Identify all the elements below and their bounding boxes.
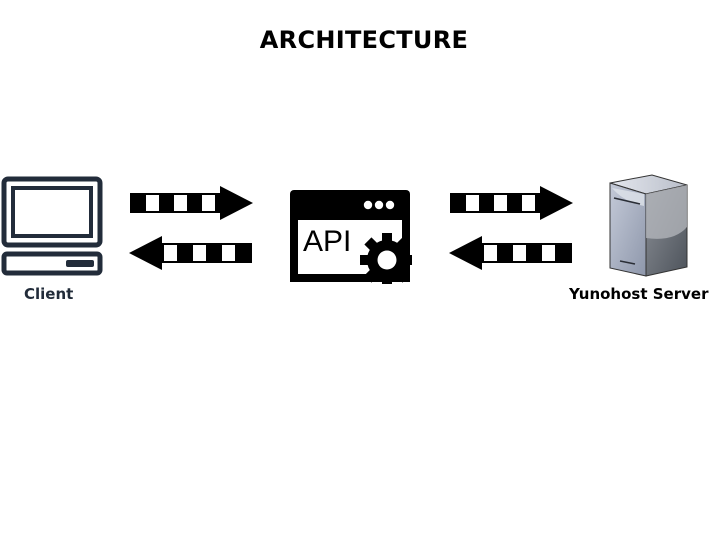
arrow-left-icon (129, 236, 252, 270)
client-label: Client (24, 285, 74, 303)
diagram-title: ARCHITECTURE (259, 26, 469, 54)
server-tower-icon (609, 174, 688, 277)
arrow-left-icon (449, 236, 572, 270)
arrow-right-icon (450, 186, 573, 220)
server-label: Yunohost Server (569, 285, 709, 303)
laptop-icon (1, 176, 103, 276)
api-label: API (303, 225, 351, 258)
arrow-right-icon (130, 186, 253, 220)
api-window-gear-icon: API (290, 190, 412, 284)
